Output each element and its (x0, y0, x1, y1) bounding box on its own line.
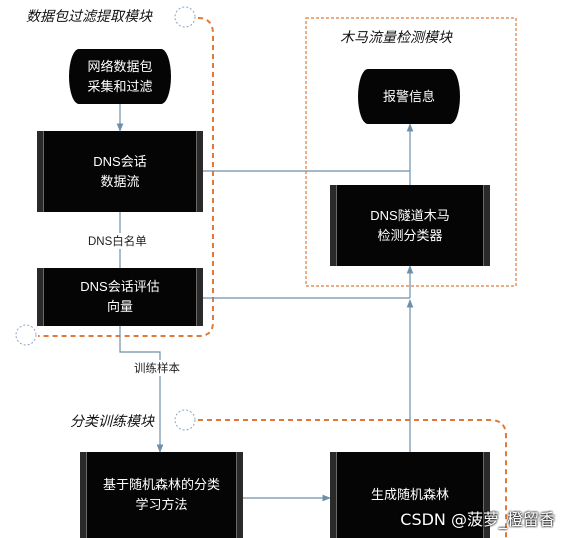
filter-module-title: 数据包过滤提取模块 (26, 9, 152, 25)
connector-circle (174, 6, 196, 28)
dns-session-vector-node: DNS会话评估 向量 (37, 268, 203, 326)
trojan-module-border (305, 17, 517, 287)
capture-node: 网络数据包 采集和过滤 (69, 49, 171, 104)
trojan-module-title: 木马流量检测模块 (340, 30, 452, 46)
connector-circle (15, 324, 37, 346)
arrow-vector-to-rf-method (119, 326, 164, 453)
whitelist-label: DNS白名单 (88, 233, 147, 249)
watermark: CSDN @菠萝_橙留香 (400, 510, 555, 529)
generate-rf-node: 生成随机森林 (330, 452, 490, 538)
dns-session-flow-node: DNS会话 数据流 (37, 131, 203, 212)
training-samples-label: 训练样本 (134, 360, 180, 376)
tunnel-classifier-node: DNS隧道木马 检测分类器 (330, 185, 490, 266)
training-module-title: 分类训练模块 (70, 414, 154, 430)
connector-circle (174, 409, 196, 431)
rf-method-node: 基于随机森林的分类 学习方法 (80, 452, 243, 538)
training-module-border (198, 419, 507, 538)
alarm-node: 报警信息 (358, 69, 460, 124)
